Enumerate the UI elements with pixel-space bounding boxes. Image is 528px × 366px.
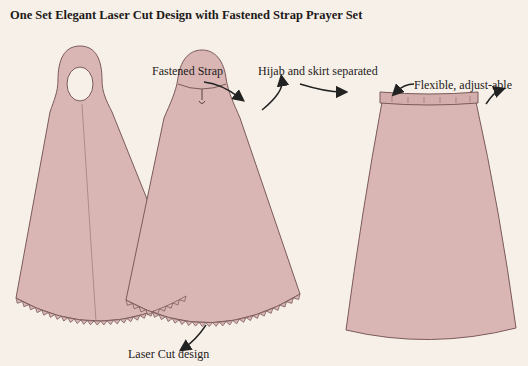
- laser-tooth: [61, 316, 68, 321]
- laser-tooth: [22, 301, 28, 306]
- laser-tooth: [160, 306, 167, 311]
- callout-label: Laser Cut design: [128, 347, 209, 362]
- separate-arrow-2: [262, 80, 282, 110]
- laser-arrow: [184, 325, 206, 348]
- waist-gather: [392, 96, 470, 103]
- waistband: [380, 92, 478, 105]
- laser-tooth: [126, 300, 133, 305]
- laser-tooth: [266, 308, 273, 313]
- laser-tooth: [273, 305, 280, 310]
- laser-tooth: [146, 310, 153, 315]
- laser-tooth: [253, 313, 260, 318]
- laser-tooth: [29, 305, 35, 310]
- laser-tooth: [68, 318, 75, 323]
- laser-tooth: [153, 312, 160, 317]
- face-opening: [67, 67, 93, 101]
- laser-tooth: [206, 323, 213, 327]
- laser-tooth: [259, 311, 266, 316]
- callout-label: Flexible, adjust-able: [414, 78, 512, 93]
- laser-tooth: [127, 317, 134, 322]
- laser-tooth: [179, 296, 186, 301]
- laser-tooth: [48, 313, 54, 318]
- laser-tooth: [280, 302, 287, 307]
- callout-label: Hijab and skirt separated: [258, 64, 378, 79]
- front-seam: [82, 104, 96, 322]
- laser-tooth: [42, 310, 48, 315]
- separate-arrow: [300, 84, 342, 92]
- flexible-arrow: [396, 84, 414, 92]
- laser-tooth: [166, 317, 173, 322]
- laser-tooth: [16, 298, 22, 303]
- laser-tooth: [107, 320, 114, 324]
- laser-tooth: [286, 298, 293, 303]
- laser-tooth: [140, 314, 147, 319]
- laser-tooth: [173, 300, 180, 305]
- laser-tooth: [81, 320, 88, 324]
- laser-tooth: [55, 315, 62, 320]
- laser-tooth: [213, 322, 220, 326]
- laser-tooth: [239, 318, 246, 323]
- skirt: [346, 102, 516, 340]
- laser-tooth: [133, 315, 140, 320]
- laser-tooth: [192, 322, 199, 326]
- hijab-back: [126, 50, 300, 323]
- laser-tooth: [35, 308, 41, 313]
- laser-tooth: [186, 321, 193, 325]
- laser-tooth: [166, 303, 173, 308]
- laser-tooth: [226, 320, 233, 324]
- laser-tooth: [172, 318, 179, 323]
- laser-tooth: [233, 319, 240, 324]
- laser-tooth: [159, 315, 166, 320]
- laser-tooth: [219, 321, 226, 325]
- laser-tooth: [246, 316, 253, 321]
- laser-tooth: [293, 294, 300, 299]
- laser-tooth: [114, 319, 121, 323]
- callout-label: Fastened Strap: [152, 64, 223, 79]
- laser-tooth: [179, 320, 186, 325]
- laser-tooth: [87, 321, 94, 325]
- laser-tooth: [74, 319, 81, 323]
- laser-tooth: [139, 307, 146, 312]
- neck-seam: [178, 84, 226, 89]
- strap-arrow: [204, 82, 240, 98]
- laser-tooth: [133, 304, 140, 309]
- laser-tooth: [94, 321, 101, 325]
- laser-tooth: [120, 318, 127, 323]
- flexible-arrow-2: [486, 90, 500, 104]
- laser-tooth: [101, 321, 108, 325]
- fastened-strap: [199, 89, 205, 104]
- title: One Set Elegant Laser Cut Design with Fa…: [10, 8, 362, 23]
